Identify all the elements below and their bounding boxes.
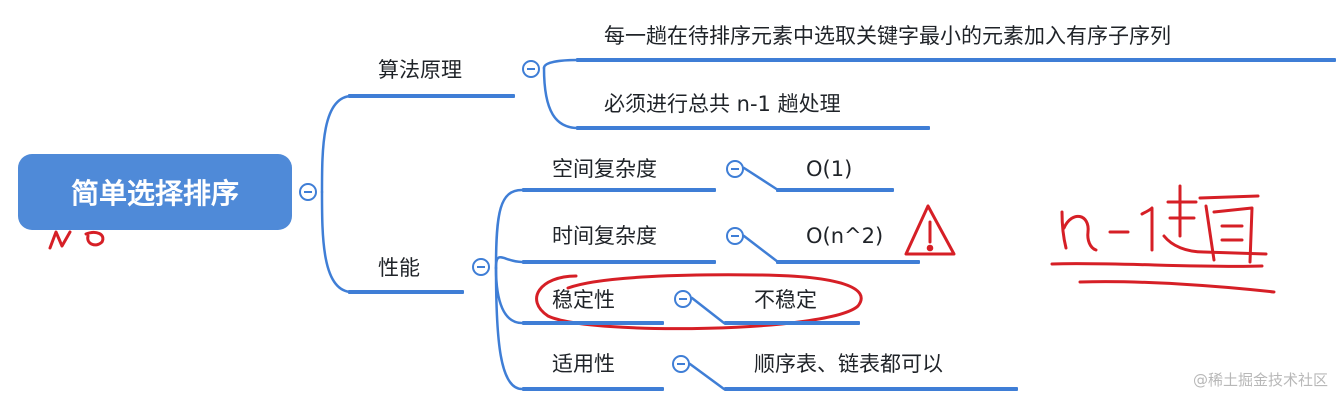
scribble-mark [84,230,105,247]
branch-performance-collapse-button[interactable] [472,258,490,276]
principle-item-2: 必须进行总共 n-1 趟处理 [604,92,841,116]
perf-stability-value: 不稳定 [754,288,817,312]
principle-item-1-underline [576,58,1336,62]
branch-principle-label: 算法原理 [378,58,462,82]
perf-applicability-collapse-button[interactable] [672,355,690,373]
perf-applicability-value: 顺序表、链表都可以 [754,352,943,376]
perf-space-value-underline [776,188,894,192]
perf-time-value: O(n^2) [806,224,884,248]
perf-applicability-underline [522,387,664,391]
watermark: @稀土掘金技术社区 [1192,371,1328,389]
perf-applicability-label: 适用性 [552,352,615,376]
root-collapse-button[interactable] [299,183,317,201]
perf-time-underline [522,260,716,264]
warning-triangle [904,204,956,256]
perf-stability-value-underline [724,321,860,325]
perf-space-value: O(1) [806,157,853,181]
perf-stability-underline [522,321,664,325]
branch-performance-underline [348,290,464,294]
root-node[interactable]: 简单选择排序 [18,154,292,230]
scribble-mark [48,230,72,250]
root-node-label: 简单选择排序 [70,177,239,210]
perf-space-collapse-button[interactable] [726,160,744,178]
branch-principle-underline [348,94,515,98]
handwritten-annotations [48,184,1276,331]
connector-lines [320,58,780,391]
perf-time-value-underline [776,260,920,264]
stability-circle [535,273,863,331]
perf-space-underline [522,188,716,192]
perf-time-label: 时间复杂度 [552,224,657,248]
principle-item-1: 每一趟在待排序元素中选取关键字最小的元素加入有序子序列 [604,24,1171,48]
perf-applicability-value-underline [724,387,1018,391]
perf-stability-collapse-button[interactable] [674,290,692,308]
branch-performance-label: 性能 [378,256,420,280]
perf-space-label: 空间复杂度 [552,157,657,181]
perf-stability-label: 稳定性 [552,288,615,312]
principle-item-2-underline [576,126,930,130]
branch-principle-collapse-button[interactable] [522,60,540,78]
perf-time-collapse-button[interactable] [726,227,744,245]
